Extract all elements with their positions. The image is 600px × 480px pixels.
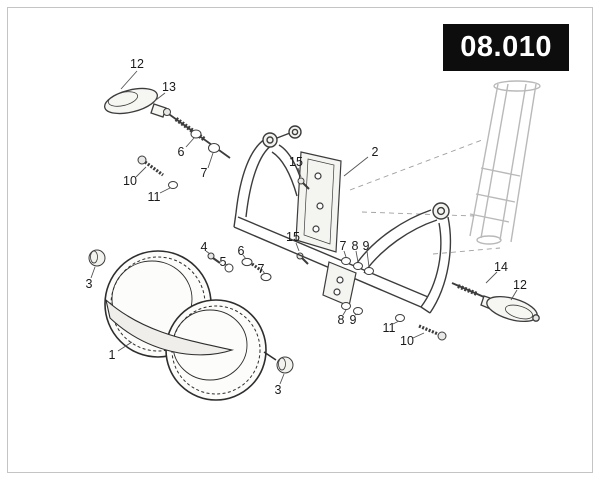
bolt-row-middle <box>207 252 272 282</box>
bracket-right <box>356 202 452 314</box>
bolt-and-washer-right <box>395 314 447 341</box>
washers-upper <box>341 257 374 275</box>
mounting-plate <box>295 151 342 253</box>
front-fork <box>469 80 541 245</box>
lower-bracket <box>322 261 357 307</box>
bracket-left <box>235 125 306 218</box>
signal-mount-rod <box>163 108 231 159</box>
headlight-assembly <box>104 250 277 401</box>
turn-signal-left <box>104 87 167 118</box>
section-number-badge: 08.010 <box>443 24 569 71</box>
alignment-guides <box>349 139 501 255</box>
washers-lower <box>341 302 363 315</box>
rubber-cap-bottom <box>276 356 294 374</box>
signal-rod-right <box>451 282 485 298</box>
turn-signal-right <box>480 295 540 323</box>
bolt-and-washer-left <box>137 155 178 189</box>
rubber-cap-left <box>88 249 106 267</box>
